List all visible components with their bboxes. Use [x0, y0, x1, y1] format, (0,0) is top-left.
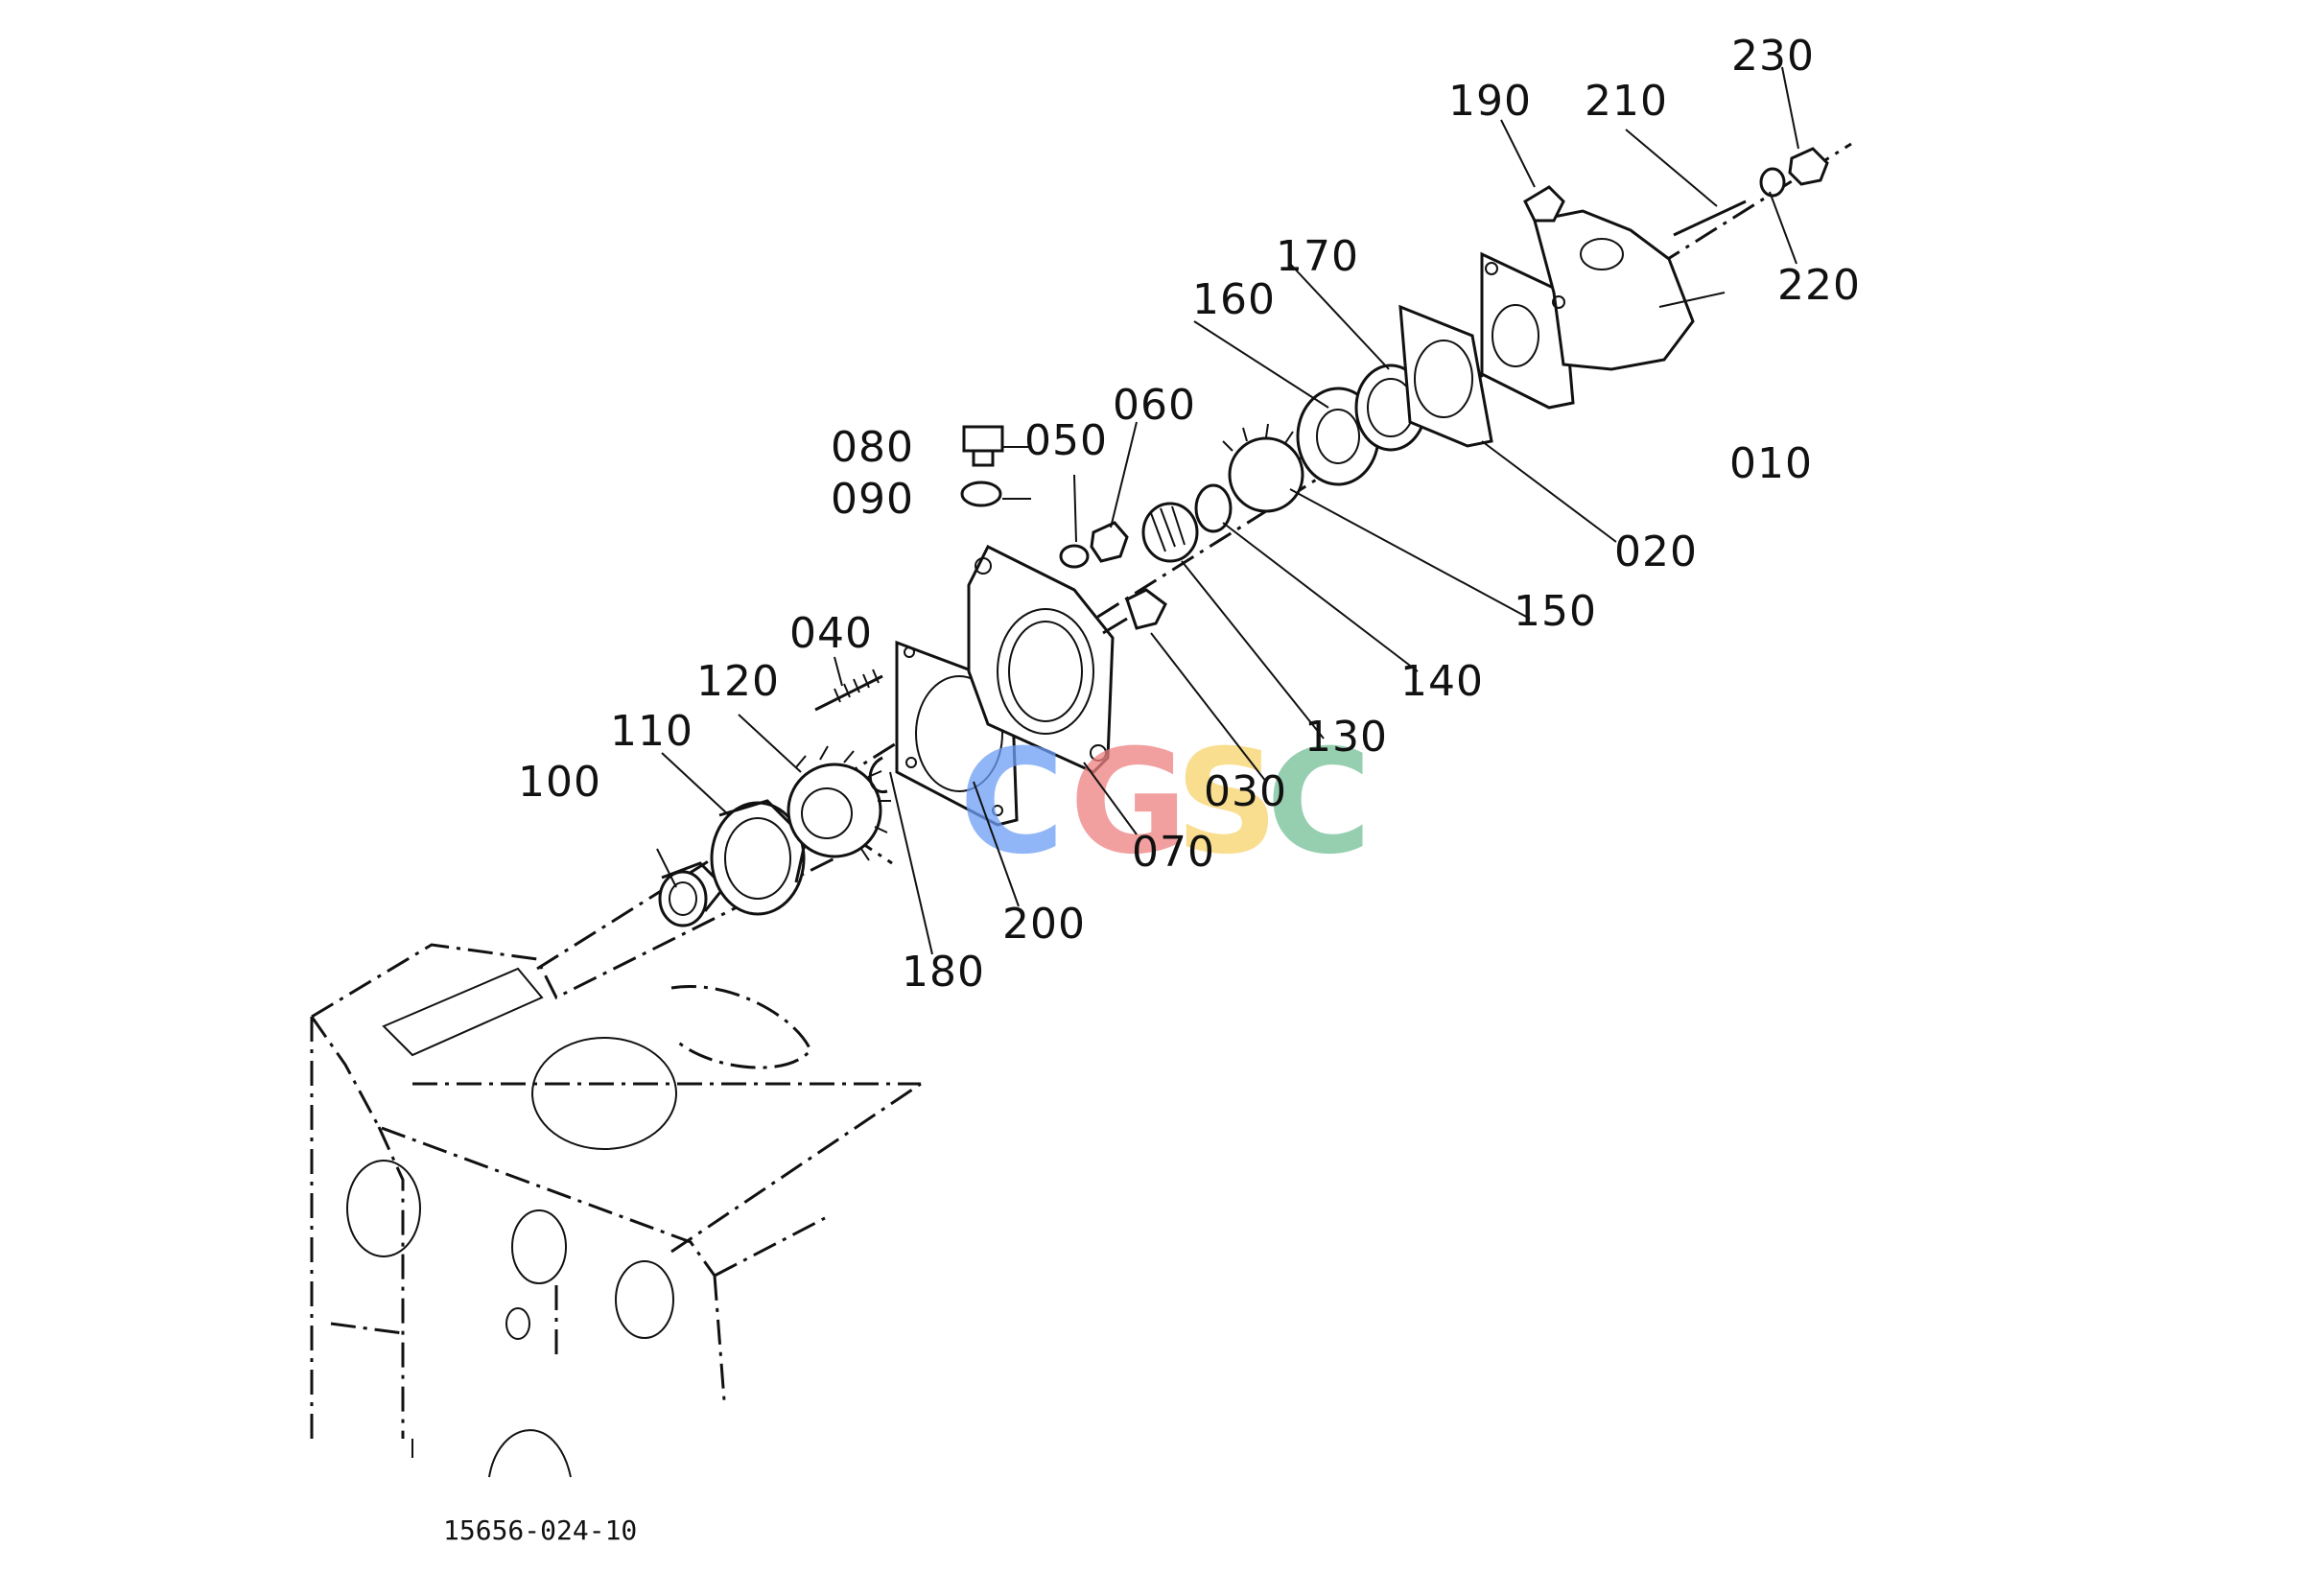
part-110-oil-seal [710, 799, 808, 916]
part-080-plug [962, 425, 1004, 467]
watermark-letter-1: C [959, 719, 1065, 886]
drawing-number: 15656-024-10 [443, 1514, 637, 1546]
watermark-letter-4: C [1266, 719, 1372, 886]
label-190: 190 [1448, 77, 1532, 126]
label-160: 160 [1192, 275, 1276, 324]
label-120: 120 [696, 657, 780, 706]
label-220: 220 [1777, 261, 1861, 310]
label-100: 100 [518, 758, 601, 807]
part-060-nut [1090, 521, 1129, 563]
label-230: 230 [1731, 32, 1815, 81]
label-210: 210 [1585, 77, 1668, 126]
part-100-bushing [658, 861, 727, 927]
label-110: 110 [610, 707, 693, 756]
watermark-letter-3: S [1175, 719, 1279, 886]
part-180-snap-ring [868, 756, 888, 793]
label-060: 060 [1113, 381, 1196, 430]
label-140: 140 [1400, 657, 1484, 706]
part-150-drive-gear [1222, 423, 1312, 513]
label-030: 030 [1204, 767, 1287, 816]
label-130: 130 [1304, 713, 1388, 762]
part-210-stud [1673, 200, 1747, 237]
label-170: 170 [1276, 232, 1359, 281]
part-labels: 010 020 030 040 050 060 070 080 090 100 … [518, 32, 1861, 997]
part-190-bolt [1523, 185, 1565, 223]
part-030-bolt [1102, 588, 1167, 635]
part-230-nut [1788, 147, 1829, 186]
watermark: C G S C [959, 719, 1372, 886]
part-050-washer [1059, 544, 1090, 569]
part-130-needle-bearing [1141, 502, 1199, 563]
label-050: 050 [1024, 416, 1108, 465]
part-020-gasket [1398, 304, 1493, 448]
label-010: 010 [1729, 439, 1813, 488]
part-090-washer [960, 481, 1002, 507]
label-090: 090 [831, 475, 914, 524]
part-010-hydraulic-pump [1480, 209, 1695, 410]
watermark-letter-2: G [1069, 719, 1187, 886]
label-020: 020 [1614, 528, 1698, 576]
label-070: 070 [1132, 828, 1215, 877]
label-040: 040 [789, 609, 873, 658]
label-200: 200 [1002, 900, 1086, 949]
part-220-washer [1759, 167, 1786, 198]
label-150: 150 [1514, 587, 1597, 636]
part-120-gear [787, 745, 891, 861]
part-040-stud [814, 669, 883, 712]
engine-block-outline [310, 842, 922, 1478]
part-070-pump-housing [967, 544, 1115, 774]
leader-lines [656, 66, 1799, 955]
label-080: 080 [831, 423, 914, 472]
label-180: 180 [902, 948, 985, 997]
part-140-ring [1194, 483, 1233, 533]
